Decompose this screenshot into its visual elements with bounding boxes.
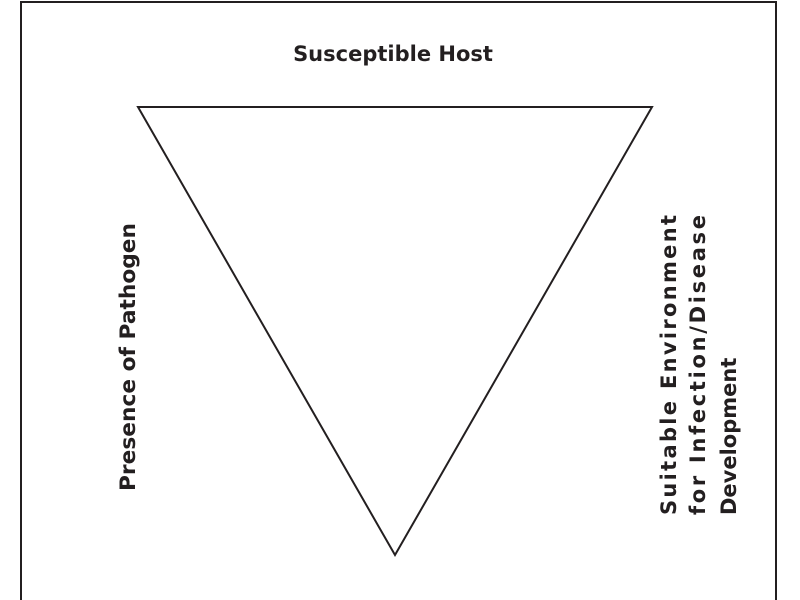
frame-border xyxy=(20,1,777,600)
triangle xyxy=(136,106,654,558)
label-environment-line-3: Development xyxy=(717,358,741,515)
label-environment-line-2: for Infection/Disease xyxy=(686,215,710,515)
label-susceptible-host: Susceptible Host xyxy=(293,42,493,66)
label-presence-of-pathogen: Presence of Pathogen xyxy=(116,223,140,491)
label-environment-line-1: Suitable Environment xyxy=(657,215,681,515)
